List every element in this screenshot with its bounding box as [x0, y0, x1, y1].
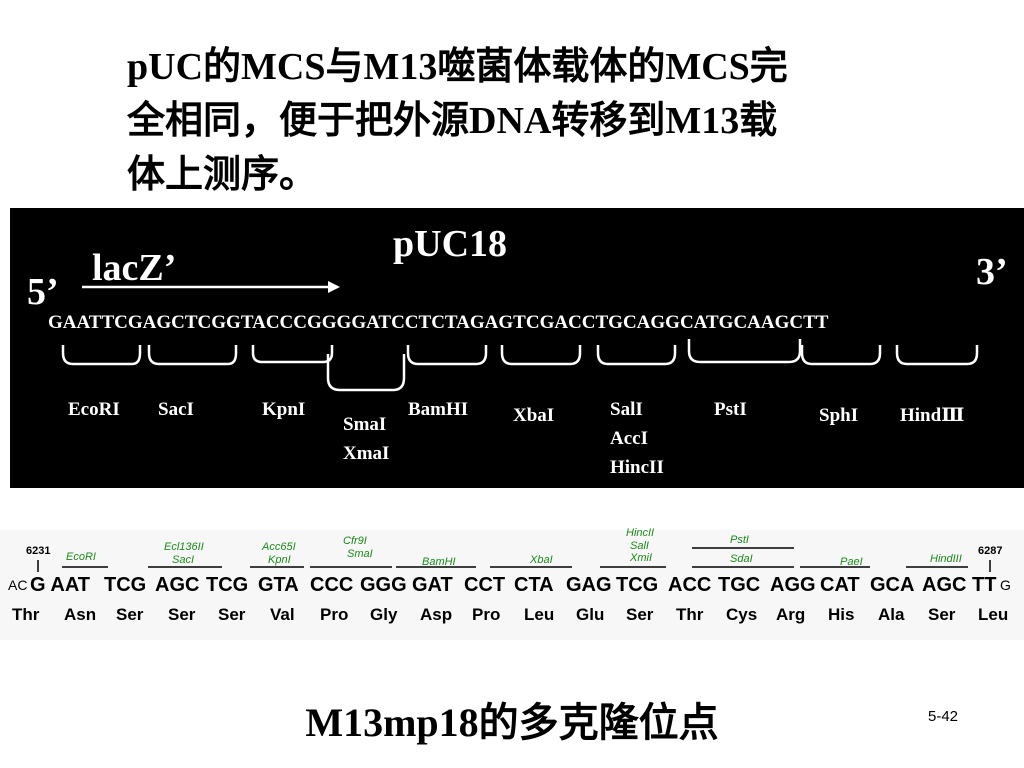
- codon: G: [1000, 577, 1011, 593]
- end-position: 6287: [978, 545, 1003, 557]
- puc18-sequence: GAATTCGAGCTCGGTACCCGGGGATCCTCTAGAGTCGACC…: [48, 312, 829, 333]
- bracket-bamhi: [406, 345, 488, 366]
- bracket-psti: [687, 339, 802, 364]
- bottom-title: M13mp18的多克隆位点: [305, 700, 719, 745]
- site-hindiii: HindⅢ: [900, 405, 965, 426]
- m13-enzyme-ecl136ii: Ecl136II: [164, 541, 204, 553]
- amino-acid: Ser: [218, 605, 246, 624]
- codon: ACC: [668, 574, 712, 596]
- codon: AC: [8, 577, 28, 593]
- start-position: 6231: [26, 545, 51, 557]
- m13-enzyme-saci: SacI: [172, 554, 195, 566]
- codon: G AAT: [30, 574, 90, 596]
- amino-acid: Ser: [928, 605, 956, 624]
- amino-acid: Asp: [420, 605, 453, 624]
- bracket-sphi: [800, 345, 882, 366]
- m13-enzyme-xbai: XbaI: [530, 554, 553, 566]
- intro-text: pUC的MCS与M13噬菌体载体的MCS完 全相同，便于把外源DNA转移到M13…: [127, 40, 927, 202]
- amino-acid: Leu: [524, 605, 555, 624]
- m13-enzyme-sdai: SdaI: [730, 553, 753, 565]
- codon: AGC: [922, 574, 967, 596]
- codon: GCA: [870, 574, 915, 596]
- five-prime-label: 5’: [27, 271, 59, 313]
- bracket-sali: [596, 345, 677, 366]
- amino-acid: Ser: [116, 605, 144, 624]
- m13-enzyme-cfr9i: Cfr9I: [343, 535, 367, 547]
- codon: TT: [972, 574, 997, 596]
- amino-acid: His: [828, 605, 855, 624]
- amino-acid: Leu: [978, 605, 1009, 624]
- amino-acid: Cys: [726, 605, 758, 624]
- codon: CCC: [310, 574, 354, 596]
- codon: GGG: [360, 574, 407, 596]
- codon: TGC: [718, 574, 761, 596]
- amino-acid: Arg: [776, 605, 806, 624]
- m13-enzyme-acc65i: Acc65I: [262, 541, 296, 553]
- puc18-panel: pUC18 5’ 3’ lacZ’ GAATTCGAGCTCGGTACCCGGG…: [10, 208, 1024, 488]
- site-sphi: SphI: [819, 405, 859, 426]
- slide-number: 5-42: [928, 708, 959, 725]
- bracket-smai: [326, 354, 406, 392]
- bracket-saci: [147, 345, 238, 366]
- site-psti: PstI: [714, 399, 747, 420]
- intro-line-3: 体上测序。: [127, 154, 318, 196]
- codon: AGG: [770, 574, 816, 596]
- site-sali: SalI: [610, 399, 643, 420]
- bracket-hindiii: [895, 345, 979, 366]
- amino-acid: Ser: [626, 605, 654, 624]
- codon: AGC: [155, 574, 200, 596]
- m13-enzyme-ecori: EcoRI: [66, 551, 96, 563]
- puc18-title: pUC18: [393, 223, 508, 265]
- amino-acid: Glu: [576, 605, 605, 624]
- site-brackets: [61, 339, 979, 392]
- amino-acid: Asn: [64, 605, 97, 624]
- m13-site-lines: [37, 547, 991, 572]
- bracket-xbai: [500, 345, 582, 366]
- site-smai: SmaI: [343, 414, 387, 435]
- codon: CCT: [464, 574, 506, 596]
- amino-acid: Thr: [12, 605, 40, 624]
- amino-acid: Thr: [676, 605, 704, 624]
- m13-enzyme-smai: SmaI: [347, 548, 373, 560]
- three-prime-label: 3’: [976, 251, 1008, 293]
- site-saci: SacI: [158, 399, 194, 420]
- bracket-kpni: [251, 345, 334, 364]
- m13-enzyme-paei: PaeI: [840, 556, 863, 568]
- site-xbai: XbaI: [513, 405, 555, 426]
- intro-line-1: pUC的MCS与M13噬菌体载体的MCS完: [127, 46, 788, 88]
- m13-enzyme-sali: SalI: [630, 540, 649, 552]
- lacz-arrow: [82, 281, 340, 293]
- site-ecori: EcoRI: [68, 399, 120, 420]
- site-kpni: KpnI: [262, 399, 306, 420]
- m13-enzyme-hincii: HincII: [626, 527, 655, 539]
- codon: TCG: [206, 574, 249, 596]
- lacz-label: lacZ’: [92, 247, 177, 289]
- amino-acid: Pro: [320, 605, 349, 624]
- codon: GTA: [258, 574, 299, 596]
- m13-enzyme-psti: PstI: [730, 534, 749, 546]
- m13-enzyme-xmii: XmiI: [630, 552, 652, 564]
- site-acci: AccI: [610, 428, 648, 449]
- codon: CTA: [514, 574, 554, 596]
- codon: GAG: [566, 574, 612, 596]
- m13-enzyme-bamhi: BamHI: [422, 556, 456, 568]
- codon: CAT: [820, 574, 860, 596]
- codon: GAT: [412, 574, 453, 596]
- intro-line-2: 全相同，便于把外源DNA转移到M13载: [127, 100, 778, 142]
- codon: TCG: [616, 574, 659, 596]
- amino-acid: Ser: [168, 605, 196, 624]
- codon: TCG: [104, 574, 147, 596]
- site-xmai: XmaI: [343, 443, 390, 464]
- bracket-ecori: [61, 345, 142, 366]
- amino-acid: Pro: [472, 605, 501, 624]
- m13mp18-sequence-panel: 6231 6287 EcoRI Ecl136II SacI Acc65I Kpn…: [0, 527, 1024, 640]
- site-hincii: HincII: [610, 457, 664, 478]
- m13-enzyme-kpni: KpnI: [268, 554, 291, 566]
- site-bamhi: BamHI: [408, 399, 469, 420]
- amino-acid: Val: [270, 605, 295, 624]
- m13-enzyme-hindiii: HindIII: [930, 553, 962, 565]
- amino-acid: Ala: [878, 605, 905, 624]
- amino-acid: Gly: [370, 605, 398, 624]
